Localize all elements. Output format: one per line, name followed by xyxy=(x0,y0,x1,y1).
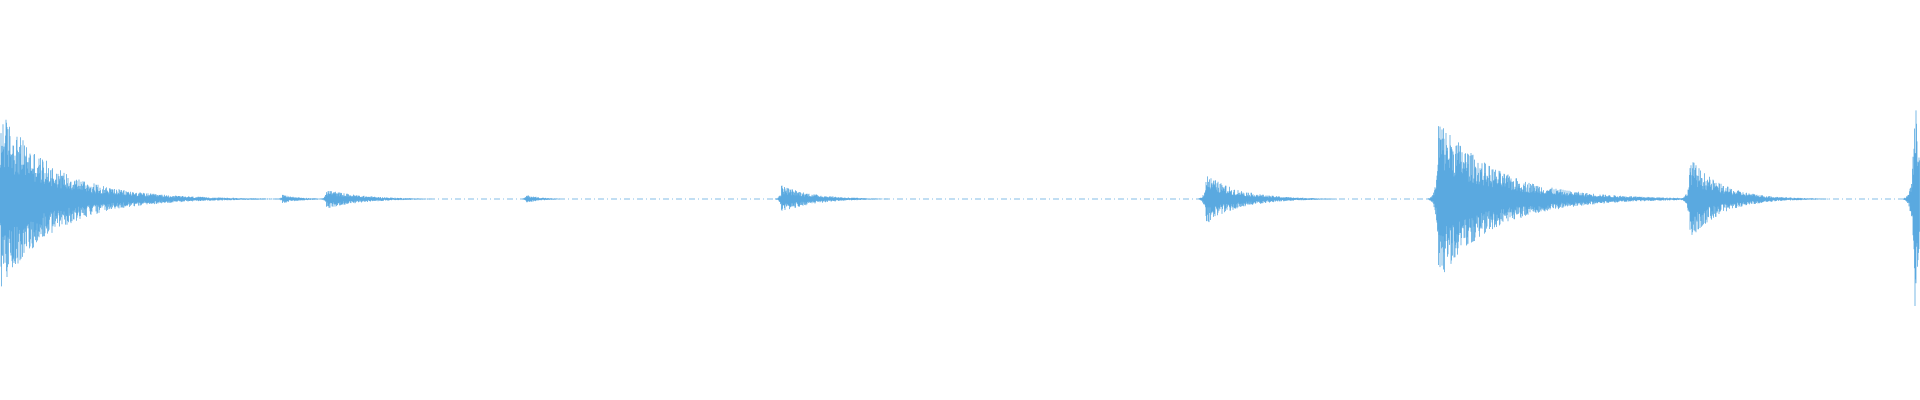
waveform-series xyxy=(0,110,1920,306)
waveform-marks xyxy=(0,110,1920,306)
